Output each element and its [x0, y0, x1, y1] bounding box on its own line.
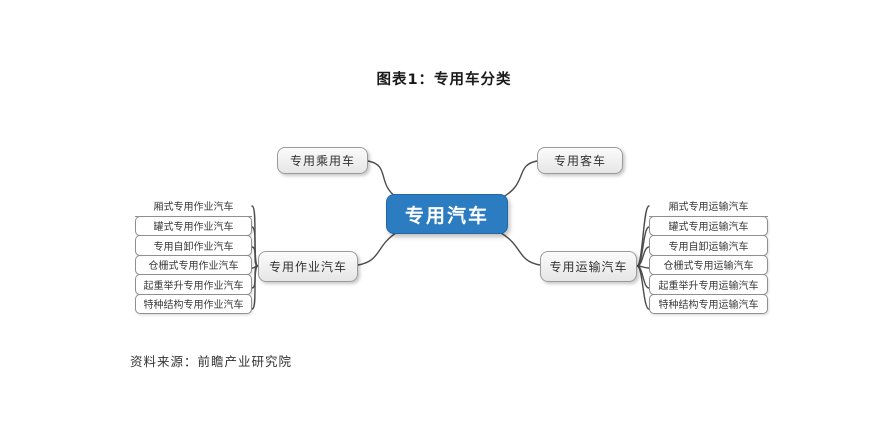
edge-transport-child [636, 265, 650, 310]
work-children-list: 厢式专用作业汽车 罐式专用作业汽车 专用自卸作业汽车 仓栅式专用作业汽车 起重举… [135, 196, 252, 314]
transport-children-list: 厢式专用运输汽车 罐式专用运输汽车 专用自卸运输汽车 仓栅式专用运输汽车 起重举… [649, 196, 768, 314]
leaf-node-transport-tank[interactable]: 罐式专用运输汽车 [649, 215, 768, 236]
branch-node-transport[interactable]: 专用运输汽车 [540, 251, 637, 282]
edge-center-work [357, 232, 397, 266]
branch-node-bus[interactable]: 专用客车 [537, 147, 623, 174]
edge-center-transport [500, 232, 541, 266]
leaf-node-work-stake[interactable]: 仓栅式专用作业汽车 [135, 254, 252, 275]
leaf-node-transport-special[interactable]: 特种结构专用运输汽车 [649, 293, 768, 314]
leaf-node-work-van[interactable]: 厢式专用作业汽车 [135, 196, 252, 217]
chart-title: 图表1：专用车分类 [376, 72, 512, 88]
edge-work-child [251, 265, 259, 310]
edge-center-passenger [367, 160, 397, 198]
leaf-node-work-tank[interactable]: 罐式专用作业汽车 [135, 215, 252, 236]
leaf-node-transport-dump[interactable]: 专用自卸运输汽车 [649, 235, 768, 256]
edge-center-bus [502, 160, 538, 198]
branch-node-passenger-car[interactable]: 专用乘用车 [277, 147, 368, 174]
leaf-node-transport-van[interactable]: 厢式专用运输汽车 [649, 196, 768, 217]
center-node[interactable]: 专用汽车 [386, 194, 508, 234]
leaf-node-work-special[interactable]: 特种结构专用作业汽车 [135, 293, 252, 314]
leaf-node-transport-stake[interactable]: 仓栅式专用运输汽车 [649, 254, 768, 275]
leaf-node-work-dump[interactable]: 专用自卸作业汽车 [135, 235, 252, 256]
source-note: 资料来源：前瞻产业研究院 [130, 354, 293, 369]
branch-node-work[interactable]: 专用作业汽车 [258, 251, 358, 282]
leaf-node-work-lifting[interactable]: 起重举升专用作业汽车 [135, 274, 252, 295]
leaf-node-transport-lifting[interactable]: 起重举升专用运输汽车 [649, 274, 768, 295]
